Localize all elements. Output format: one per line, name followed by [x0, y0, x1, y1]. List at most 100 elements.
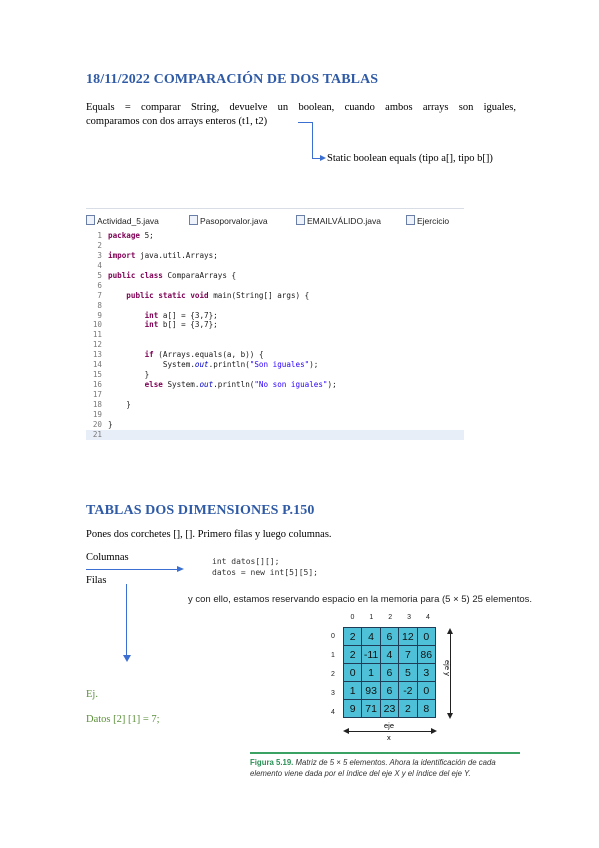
columnas-label: Columnas	[86, 552, 129, 563]
column-index: 2	[388, 614, 393, 621]
y-axis-label: eje y	[443, 660, 452, 676]
equals-description-line2: comparamos con dos arrays enteros (t1, t…	[86, 116, 268, 127]
line-number: 6	[97, 280, 102, 290]
code-line: 8	[86, 301, 464, 311]
code-line: 2	[86, 241, 464, 251]
column-index: 3	[407, 614, 412, 621]
x-axis-var: x	[387, 733, 391, 742]
editor-tab: Pasoporvalor.java	[189, 215, 268, 226]
caption-label: Figura 5.19.	[250, 758, 294, 767]
code-line: 20}	[86, 420, 464, 430]
matrix-cell: 2	[342, 645, 363, 664]
caption-text: Matriz de 5 × 5 elementos. Ahora la iden…	[250, 758, 496, 778]
x-axis-line	[348, 731, 432, 732]
line-number: 2	[97, 240, 102, 250]
column-index: 1	[369, 614, 374, 621]
equals-description: Equals = comparar String, devuelve un bo…	[86, 101, 516, 129]
y-axis-arrow-head-down	[447, 713, 453, 719]
matrix-cell: 71	[361, 699, 381, 718]
figure-caption: Figura 5.19. Matriz de 5 × 5 elementos. …	[250, 752, 520, 779]
matrix-cell: -2	[398, 681, 418, 700]
code-line: 1 package 5;	[86, 231, 464, 241]
java-file-icon	[296, 215, 305, 225]
line-number: 20	[92, 419, 102, 429]
snippet-line: datos = new int[5][5];	[212, 568, 318, 577]
x-axis-label: eje	[383, 721, 396, 730]
row-index: 0	[331, 633, 335, 640]
editor-tab-label: EMAILVÁLIDO.java	[307, 216, 382, 226]
line-number: 21	[92, 429, 102, 439]
y-axis-line	[450, 633, 451, 714]
code-text: import java.util.Arrays;	[108, 250, 218, 260]
line-number: 3	[97, 250, 102, 260]
line-number: 5	[97, 270, 102, 280]
matrix-cell: 12	[398, 627, 418, 646]
code-text: package 5;	[108, 231, 154, 240]
column-index: 0	[350, 614, 355, 621]
x-axis-arrow-head-left	[343, 728, 349, 734]
line-number: 19	[92, 409, 102, 419]
code-text: }	[108, 370, 150, 380]
code-line: 7 public static void main(String[] args)…	[86, 291, 464, 301]
code-line: 14 System.out.println("Son iguales");	[86, 360, 464, 370]
matrix-cell: 0	[416, 681, 436, 700]
code-snippet: int datos[][]; datos = new int[5][5];	[212, 556, 318, 578]
editor-tab: Actividad_5.java	[86, 215, 159, 226]
equals-description-line1: Equals = comparar String, devuelve un bo…	[86, 102, 516, 113]
line-number: 7	[97, 290, 102, 300]
matrix-cell: 3	[416, 663, 436, 682]
matrix-cell: 6	[379, 663, 400, 682]
columnas-arrow-line	[86, 569, 178, 570]
matrix-cell: 1	[361, 663, 381, 682]
matrix-cell: 0	[416, 627, 436, 646]
code-line: 17	[86, 390, 464, 400]
filas-arrow-head	[122, 655, 131, 662]
matrix-cell: 4	[379, 645, 400, 664]
code-text: }	[108, 419, 113, 429]
code-line: 15 }	[86, 370, 464, 380]
corchetes-description: Pones dos corchetes [], []. Primero fila…	[86, 529, 332, 540]
y-axis-label-text: eje	[443, 660, 452, 671]
row-index: 4	[331, 709, 335, 716]
code-line: 13 if (Arrays.equals(a, b)) {	[86, 350, 464, 360]
matrix-cell: 86	[416, 645, 436, 664]
connector-arrow-h2	[312, 158, 322, 159]
code-line: 18 }	[86, 400, 464, 410]
code-text: public static void main(String[] args) {	[126, 290, 310, 300]
code-line: 19	[86, 410, 464, 420]
code-line: 11	[86, 330, 464, 340]
code-line: 3 import java.util.Arrays;	[86, 251, 464, 261]
code-line: 4	[86, 261, 464, 271]
filas-arrow-line	[126, 584, 127, 656]
java-file-icon	[86, 215, 95, 225]
matrix-cell: 7	[398, 645, 418, 664]
code-text: if (Arrays.equals(a, b)) {	[144, 350, 264, 360]
code-line: 16 else System.out.println("No son igual…	[86, 380, 464, 390]
static-equals-label: Static boolean equals (tipo a[], tipo b[…	[327, 153, 493, 164]
code-line: 10 int b[] = {3,7};	[86, 320, 464, 330]
matrix-cell: 2	[342, 627, 363, 646]
line-number: 10	[92, 320, 102, 330]
line-number: 1	[97, 231, 102, 240]
code-text: }	[108, 399, 131, 409]
columnas-arrow-head	[177, 566, 184, 572]
connector-arrow-v	[312, 122, 313, 158]
editor-tab-label: Actividad_5.java	[97, 216, 159, 226]
code-text: System.out.println("Son iguales");	[162, 360, 319, 370]
matrix-cell: 93	[361, 681, 381, 700]
example-label: Ej.	[86, 689, 98, 700]
line-number: 12	[92, 340, 102, 350]
line-number: 13	[92, 350, 102, 360]
connector-arrow-head	[320, 155, 326, 161]
connector-arrow-h1	[298, 122, 312, 123]
editor-tab: EMAILVÁLIDO.java	[296, 215, 381, 226]
snippet-line: int datos[][];	[212, 557, 280, 566]
heading-tablas-dos-dimensiones: TABLAS DOS DIMENSIONES P.150	[86, 503, 315, 518]
row-index: 1	[331, 652, 335, 659]
line-number: 9	[97, 310, 102, 320]
filas-label: Filas	[86, 575, 107, 586]
